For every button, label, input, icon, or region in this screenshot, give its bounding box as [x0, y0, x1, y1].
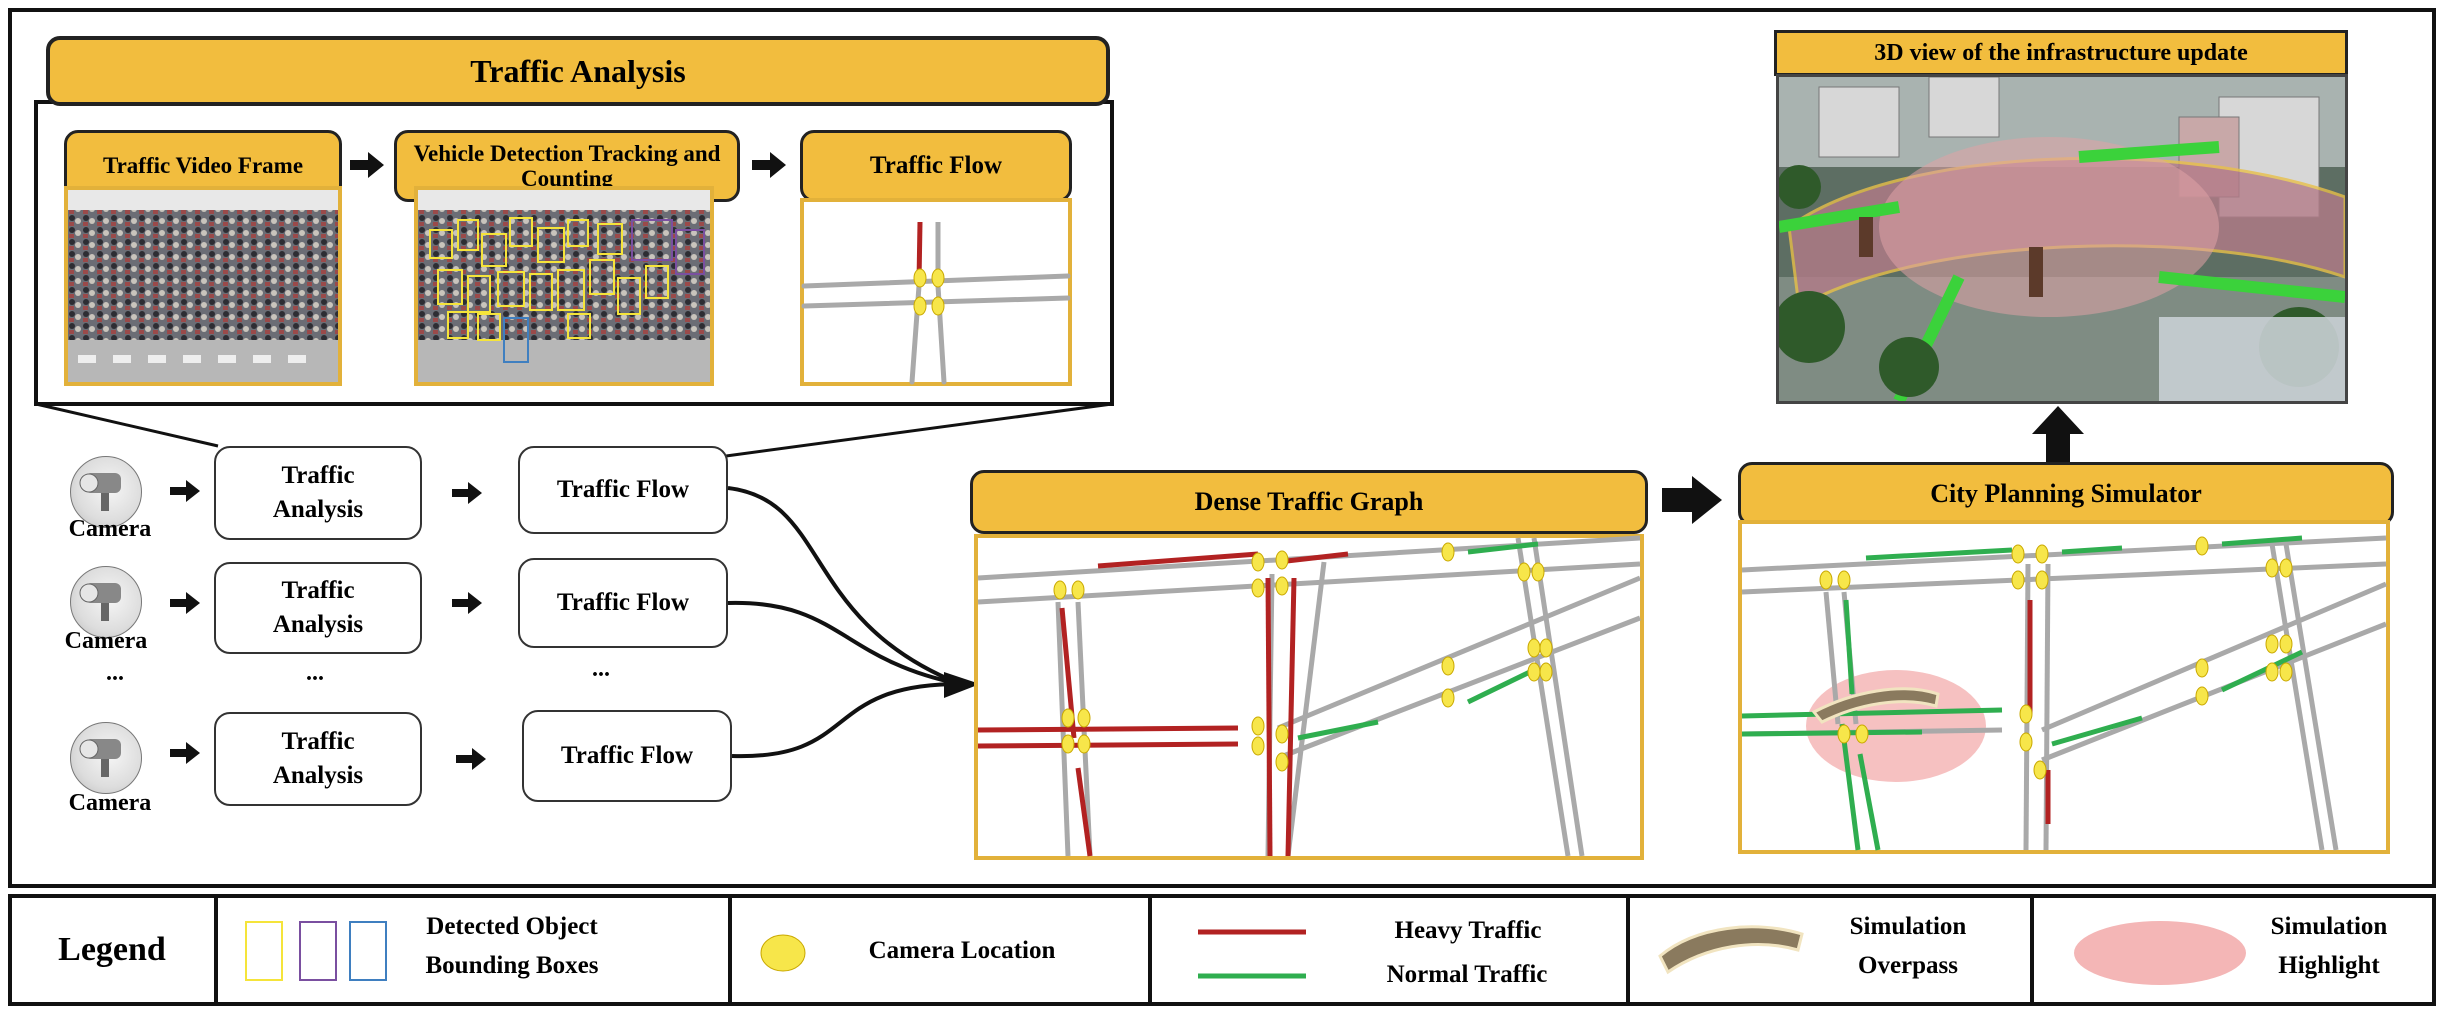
dense-traffic-graph-map: [974, 534, 1644, 860]
heavy-traffic-label: Heavy Traffic: [1394, 917, 1542, 944]
detection-photo: [418, 190, 710, 382]
traffic-video-frame-image: [64, 186, 342, 386]
legend-divider: [1626, 898, 1630, 1002]
arrow-right-icon: [170, 592, 200, 614]
ellipsis-label: ...: [592, 656, 610, 682]
main-frame: [8, 8, 2436, 888]
camera-icon: [70, 566, 142, 638]
traffic-line-legend-icon: [1198, 929, 1306, 979]
3d-view-image: [1776, 74, 2348, 404]
simulation-overpass-label: Simulation Overpass: [1849, 913, 1967, 979]
arrow-right-icon: [170, 742, 200, 764]
dense-traffic-network: [977, 535, 1641, 857]
traffic-analysis-box: Traffic Analysis: [214, 712, 422, 806]
simulation-highlight-label: Simulation Highlight: [2270, 913, 2388, 979]
ellipsis-label: ...: [106, 660, 124, 686]
arrow-right-icon: [456, 748, 486, 770]
zoom-connector-lines: [35, 402, 1113, 458]
traffic-analysis-title: Traffic Analysis: [46, 36, 1110, 106]
arrow-up-icon: [2032, 406, 2084, 462]
3d-view-title: 3D view of the infrastructure update: [1774, 30, 2348, 76]
highlight-legend-icon: [2074, 921, 2246, 985]
crowd-photo: [68, 190, 338, 382]
legend-title: Legend: [58, 931, 166, 968]
bbox-legend-icon: [245, 921, 387, 981]
camera-label: Camera: [64, 628, 148, 654]
traffic-flow-box: Traffic Flow: [522, 710, 732, 802]
traffic-flow-mini-graph: [801, 221, 1071, 385]
arrow-right-icon: [452, 482, 482, 504]
arrow-right-icon: [170, 480, 200, 502]
arrow-right-icon: [1662, 476, 1722, 524]
merge-curves: [727, 486, 980, 759]
legend-divider: [1148, 898, 1152, 1002]
overpass-shape: [1811, 687, 1940, 724]
camera-location-label: Camera Location: [868, 937, 1056, 964]
legend-bar: Legend Detected Object Bounding Boxes Ca…: [8, 894, 2436, 1006]
legend-divider: [214, 898, 218, 1002]
arrow-right-icon: [452, 592, 482, 614]
dense-traffic-graph-title: Dense Traffic Graph: [970, 470, 1648, 534]
legend-divider: [728, 898, 732, 1002]
traffic-flow-box: Traffic Flow: [518, 558, 728, 648]
simulator-network: [1741, 535, 2387, 851]
city-planning-simulator-map: [1738, 520, 2390, 854]
city-planning-simulator-title: City Planning Simulator: [1738, 462, 2394, 526]
legend-divider: [2030, 898, 2034, 1002]
ellipsis-label: ...: [306, 660, 324, 686]
camera-location-icon: [760, 934, 806, 972]
arrow-right-icon: [350, 152, 384, 178]
traffic-analysis-box: Traffic Analysis: [214, 562, 422, 654]
bbox-legend-label: Detected Object Bounding Boxes: [425, 913, 599, 979]
arrow-right-icon: [752, 152, 786, 178]
camera-label: Camera: [68, 790, 152, 816]
traffic-analysis-box: Traffic Analysis: [214, 446, 422, 540]
camera-icon: [70, 456, 142, 528]
camera-label: Camera: [68, 516, 152, 542]
traffic-flow-box: Traffic Flow: [518, 446, 728, 534]
camera-icon: [70, 722, 142, 794]
overpass-legend-icon: [1658, 925, 1804, 975]
traffic-flow-mini-map: [800, 198, 1072, 386]
3d-city-render: [1779, 77, 2345, 401]
normal-traffic-label: Normal Traffic: [1386, 961, 1548, 988]
vehicle-detection-image: [414, 186, 714, 386]
